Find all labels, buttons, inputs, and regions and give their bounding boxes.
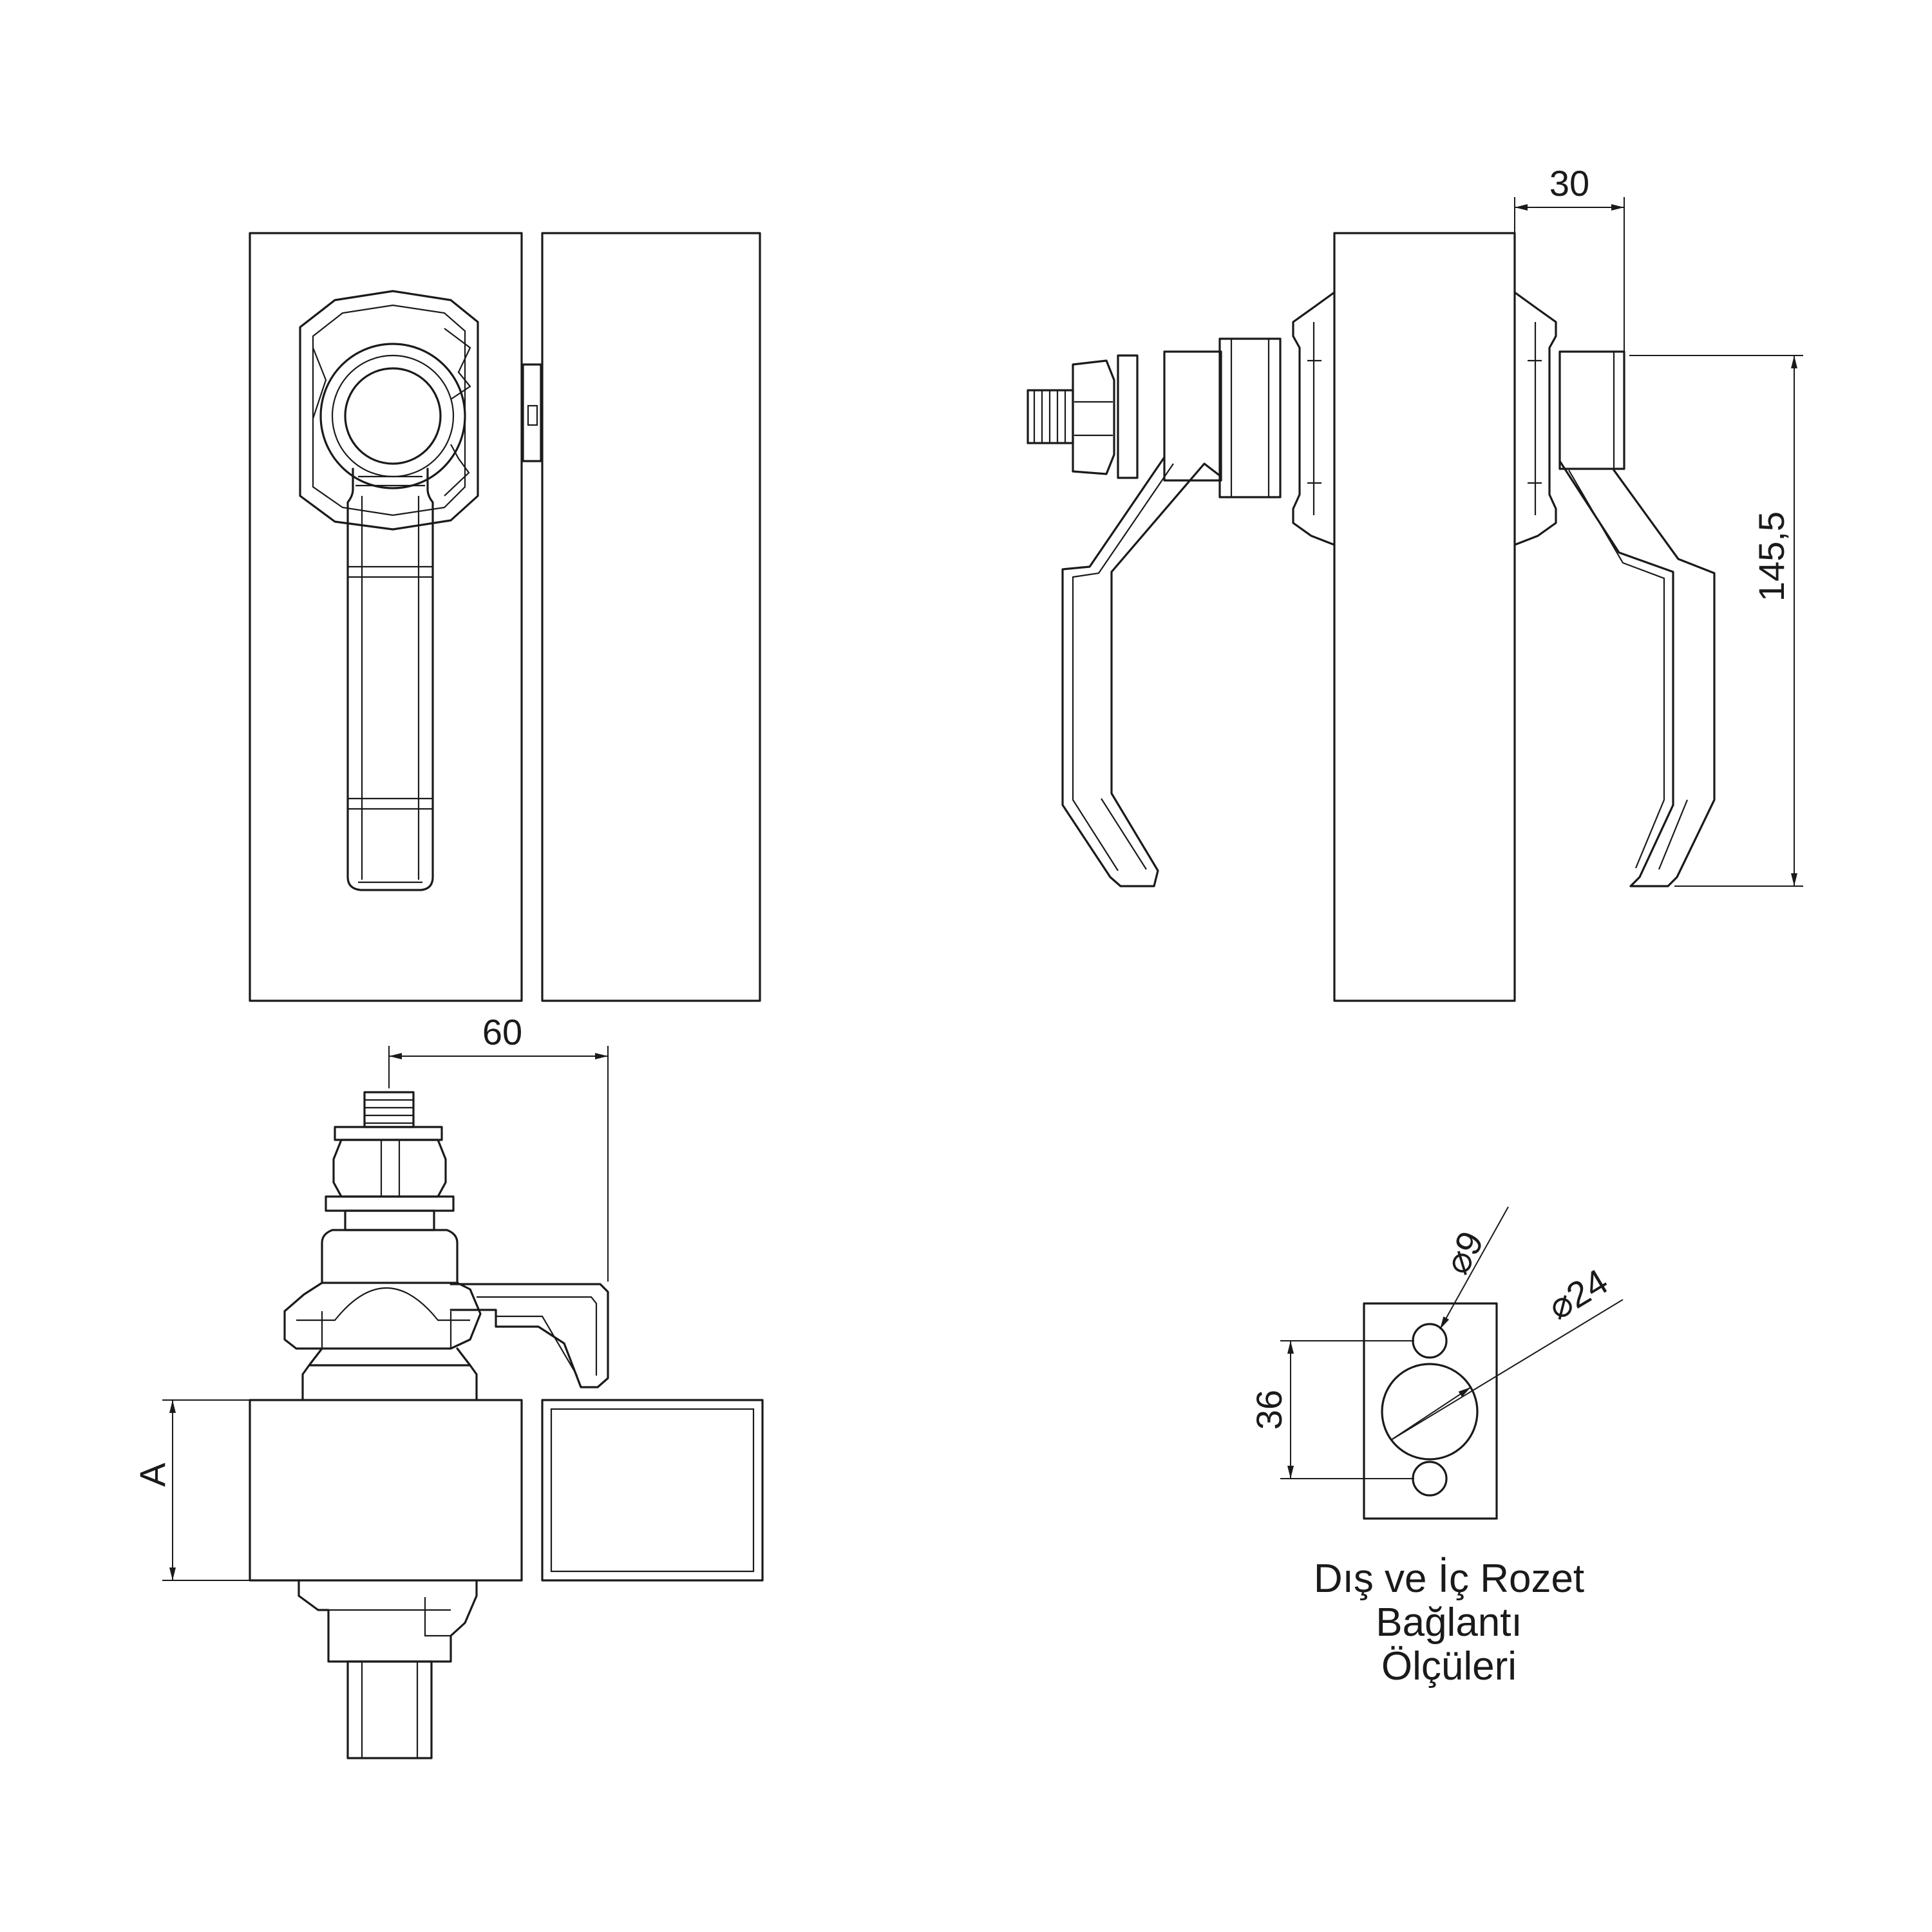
lower-hub xyxy=(301,1347,478,1401)
dimension-36: 36 xyxy=(1249,1340,1414,1479)
lever-section xyxy=(450,1283,609,1388)
dim-label-145-5: 145,5 xyxy=(1751,511,1792,601)
door-section xyxy=(1333,232,1516,1002)
right-shaft xyxy=(1558,350,1625,470)
left-washer xyxy=(1117,354,1139,479)
rosette-section xyxy=(283,1282,482,1350)
latch-tab-inner xyxy=(527,404,538,426)
dimension-60: 60 xyxy=(388,1012,609,1282)
caption-line-1: Dış ve İç Rozet xyxy=(1314,1557,1584,1601)
lower-washer xyxy=(325,1195,455,1212)
lever-front xyxy=(346,468,434,891)
square-spindle xyxy=(346,1660,433,1759)
caption-line-3: Ölçüleri xyxy=(1381,1644,1517,1689)
frame-profile-outer xyxy=(541,1399,764,1582)
lever-left-profile xyxy=(1061,456,1222,887)
door-panel-left xyxy=(249,232,523,1002)
dimension-a: A xyxy=(132,1399,250,1581)
bolt-threads xyxy=(363,1091,415,1128)
dim-label-diameter-24: ⌀24 xyxy=(1541,1261,1615,1327)
rosette-detail xyxy=(1363,1302,1498,1520)
top-hex-nut xyxy=(332,1139,447,1198)
caption-line-2: Bağlantı xyxy=(1376,1600,1522,1645)
upper-screw-hole xyxy=(1412,1323,1448,1359)
caption: Dış ve İç Rozet Bağlantı Ölçüleri xyxy=(1314,1557,1584,1689)
front-view xyxy=(249,232,761,1002)
shaft-collar xyxy=(321,1229,459,1284)
rosette-right-profile xyxy=(1513,291,1557,546)
center-hole xyxy=(1381,1363,1479,1461)
hub-mid-ring xyxy=(331,354,455,478)
dim-label-a: A xyxy=(132,1463,173,1487)
door-panel-right xyxy=(541,232,761,1002)
rosette-left-profile xyxy=(1292,291,1336,546)
rosette-plate xyxy=(1363,1302,1498,1520)
left-shaft xyxy=(1163,350,1222,482)
dim-label-diameter-9: ⌀9 xyxy=(1436,1224,1492,1280)
frame-profile-inner xyxy=(550,1408,755,1573)
dim-label-36: 36 xyxy=(1249,1390,1289,1430)
dim-label-60: 60 xyxy=(482,1012,522,1052)
door-block xyxy=(249,1399,523,1582)
lever-right-profile xyxy=(1558,460,1716,887)
top-washer xyxy=(334,1126,443,1141)
left-spacer-ring xyxy=(1218,337,1282,498)
dimension-145-5: 145,5 xyxy=(1629,355,1803,887)
hub-inner-ring xyxy=(344,367,442,465)
left-hex-nut xyxy=(1072,359,1115,475)
dim-label-30: 30 xyxy=(1549,163,1589,204)
side-view xyxy=(1027,232,1716,1002)
latch-tab xyxy=(522,363,542,462)
dimension-30: 30 xyxy=(1514,163,1625,352)
section-view xyxy=(249,1091,764,1759)
hub-outer-ring xyxy=(319,343,466,489)
dimension-diameter-24: ⌀24 xyxy=(1390,1261,1624,1441)
rosette-front xyxy=(299,290,479,531)
lower-screw-hole xyxy=(1412,1461,1448,1497)
inner-hub xyxy=(298,1579,478,1663)
